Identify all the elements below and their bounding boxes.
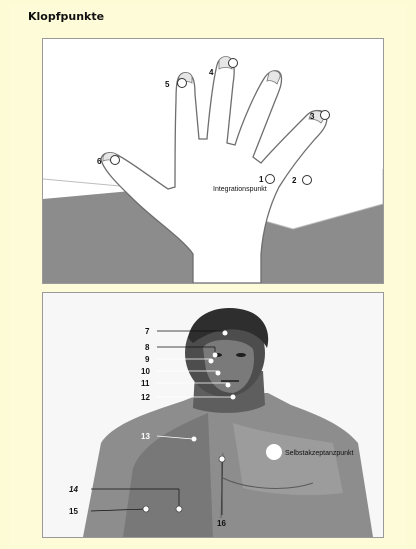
self-acceptance-caption: Selbstakzeptanzpunkt <box>285 450 354 457</box>
body-illustration: 7 8 9 10 11 12 13 14 15 16 Selbstakzepta… <box>43 293 383 537</box>
body-point-13-marker <box>192 437 197 442</box>
hand-point-3-label: 3 <box>310 112 315 121</box>
integration-point-caption: Integrationspunkt <box>213 186 267 193</box>
self-acceptance-point-marker <box>266 444 282 460</box>
hand-point-4-label: 4 <box>209 68 214 77</box>
hand-point-2-label: 2 <box>292 176 297 185</box>
body-point-12-marker <box>231 395 236 400</box>
hand-point-1-label: 1 <box>259 175 264 184</box>
body-point-10-marker <box>216 371 221 376</box>
hand-diagram-panel: 1 2 3 4 5 6 Integrationspunkt <box>42 38 384 284</box>
body-point-14-label: 14 <box>69 485 78 494</box>
hand-point-2-marker <box>303 176 312 185</box>
body-point-9-label: 9 <box>145 355 150 364</box>
body-point-11-marker <box>226 383 231 388</box>
hand-point-5-label: 5 <box>165 80 170 89</box>
body-point-15-marker <box>143 506 149 512</box>
body-point-10-label: 10 <box>141 367 150 376</box>
hand-point-6-label: 6 <box>97 157 102 166</box>
body-point-16-marker <box>219 456 225 462</box>
body-point-8-marker <box>213 353 218 358</box>
body-point-11-label: 11 <box>141 379 150 388</box>
body-point-15-label: 15 <box>69 507 78 516</box>
body-point-14-marker <box>176 506 182 512</box>
body-point-7-label: 7 <box>145 327 150 336</box>
hand-illustration: 1 2 3 4 5 6 Integrationspunkt <box>43 39 383 283</box>
hand-point-1-marker <box>266 175 275 184</box>
hand-point-6-marker <box>111 156 120 165</box>
body-point-16-label: 16 <box>217 519 226 528</box>
body-point-13-label: 13 <box>141 432 150 441</box>
body-point-12-label: 12 <box>141 393 150 402</box>
hand-point-3-marker <box>321 111 330 120</box>
hand-point-5-marker <box>178 79 187 88</box>
hand-point-4-marker <box>229 59 238 68</box>
body-diagram-panel: 7 8 9 10 11 12 13 14 15 16 Selbstakzepta… <box>42 292 384 538</box>
page-title: Klopfpunkte <box>28 10 104 23</box>
body-point-8-label: 8 <box>145 343 150 352</box>
body-point-7-marker <box>223 331 228 336</box>
body-point-9-marker <box>209 359 214 364</box>
